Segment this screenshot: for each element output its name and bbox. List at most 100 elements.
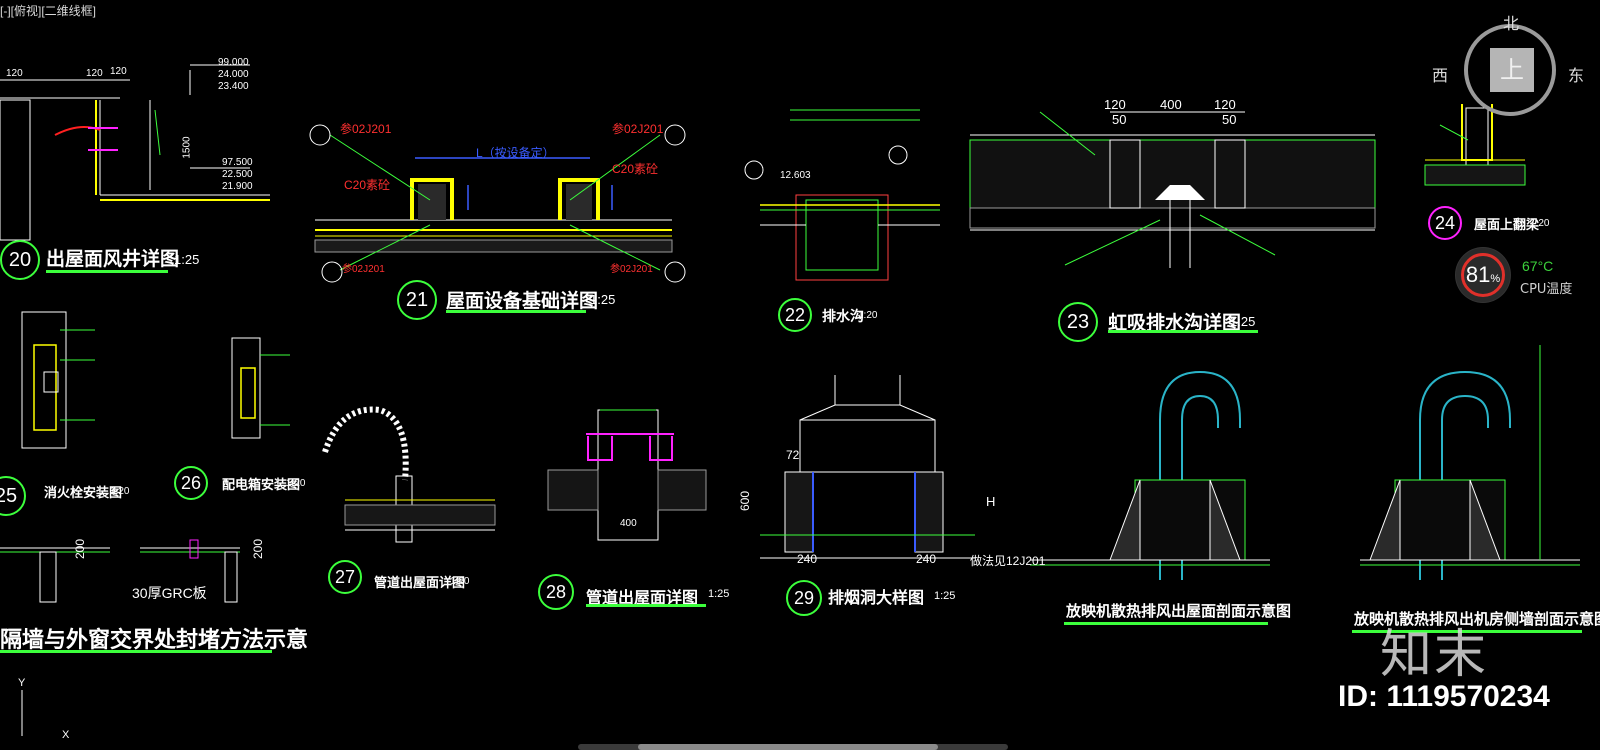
detail-scale: 1:25	[934, 590, 956, 602]
material-label: C20素砼	[344, 178, 391, 192]
cpu-temperature-label: CPU温度	[1520, 282, 1573, 297]
elevation-label: 12.603	[780, 170, 811, 181]
detail-title: 虹吸排水沟详图	[1108, 312, 1242, 334]
title-underline	[0, 650, 272, 653]
compass-west-label[interactable]: 西	[1432, 66, 1449, 85]
compass-ring[interactable]	[1464, 24, 1556, 116]
detail-number: 24	[1428, 206, 1462, 240]
dimension-label: 600	[738, 490, 753, 512]
title-underline	[1352, 630, 1582, 633]
detail-22-drawing	[744, 109, 940, 281]
compass-east-label[interactable]: 东	[1568, 66, 1585, 85]
dimension-label: 120	[1214, 97, 1236, 112]
reference-label: 做法见12J201	[970, 554, 1046, 568]
viewcube-compass[interactable]: 上 北 西 东	[1432, 10, 1584, 130]
material-label: C20素砼	[612, 162, 659, 176]
wall-window-title: 隔墙与外窗交界处封堵方法示意	[0, 628, 309, 653]
detail-scale: 1:25	[174, 252, 200, 267]
detail-title: 出屋面风井详图	[46, 248, 180, 270]
reference-label: 参02J201	[612, 122, 664, 136]
cpu-temperature: 67°C	[1522, 258, 1554, 274]
detail-title: 管道出屋面详图	[586, 588, 699, 607]
detail-number: 21	[397, 280, 437, 320]
detail-number: 22	[778, 298, 812, 332]
projector-wall-title: 放映机散热排风出机房侧墙剖面示意图	[1354, 610, 1600, 628]
elevation-label: 23.400	[218, 81, 249, 92]
watermark-id: ID: 1119570234	[1338, 680, 1550, 713]
detail-scale: 1:25	[708, 588, 730, 600]
detail-number: 23	[1058, 302, 1098, 342]
detail-number: 27	[328, 560, 362, 594]
horizontal-scrollbar[interactable]	[578, 744, 1008, 750]
wall-window-drawing	[0, 539, 240, 603]
detail-title: 管道出屋面详图	[374, 576, 466, 591]
title-underline	[446, 310, 586, 313]
detail-21-drawing	[309, 124, 686, 283]
dimension-label: 120	[110, 66, 127, 77]
dimension-label: L（按设备定）	[476, 146, 555, 160]
detail-number: 28	[538, 574, 574, 610]
detail-25-drawing	[21, 311, 95, 449]
detail-title: 排烟洞大样图	[828, 588, 925, 607]
detail-title: 屋面设备基础详图	[446, 290, 599, 312]
dimension-label: H	[986, 494, 996, 509]
reference-label: 参02J201	[342, 264, 385, 275]
projector-wall-drawing	[1360, 345, 1580, 580]
projector-roof-drawing	[1030, 370, 1270, 580]
projector-roof-title: 放映机散热排风出屋面剖面示意图	[1066, 602, 1292, 620]
svg-text:X: X	[62, 729, 70, 741]
title-underline	[586, 604, 706, 607]
dimension-label: 400	[1160, 97, 1182, 112]
elevation-label: 97.500	[222, 157, 253, 168]
dimension-label: 120	[86, 68, 103, 79]
dimension-label: 120	[6, 68, 23, 79]
compass-north-label[interactable]: 北	[1503, 14, 1520, 33]
cpu-usage-value: 81%	[1465, 262, 1501, 287]
dimension-label: 200	[251, 538, 266, 560]
detail-28-drawing	[547, 409, 707, 541]
detail-scale: 1:20	[1530, 218, 1550, 229]
detail-title: 配电箱安装图	[222, 478, 301, 493]
detail-27-drawing	[322, 406, 496, 543]
watermark-logo: 知末	[1380, 625, 1489, 685]
detail-scale: 1:25	[590, 292, 616, 307]
detail-scale: 1:20	[450, 576, 470, 587]
viewport-label[interactable]: [-][俯视][二维线框]	[0, 4, 97, 18]
dimension-label: 50	[1222, 112, 1237, 127]
dimension-label: 1500	[181, 136, 193, 159]
detail-title: 消火栓安装图	[44, 486, 123, 501]
detail-title: 屋面上翻梁	[1474, 218, 1540, 233]
elevation-label: 22.500	[222, 169, 253, 180]
detail-scale: 1:20	[110, 486, 130, 497]
reference-label: 参02J201	[610, 264, 653, 275]
detail-29-drawing	[760, 375, 975, 559]
title-underline	[1108, 330, 1258, 333]
dimension-label: 240	[916, 552, 937, 566]
cpu-monitor-widget[interactable]: 81% 67°C CPU温度	[1456, 248, 1600, 302]
dimension-label: 50	[1112, 112, 1127, 127]
elevation-label: 24.000	[218, 69, 249, 80]
detail-23-drawing	[969, 111, 1376, 268]
dimension-label: 72	[786, 448, 800, 462]
detail-scale: 1:25	[1230, 314, 1256, 329]
elevation-label: 99.000	[218, 57, 249, 68]
detail-scale: 1:20	[286, 478, 306, 489]
detail-scale: 1:20	[858, 310, 878, 321]
elevation-label: 21.900	[222, 181, 253, 192]
title-underline	[1064, 622, 1268, 625]
cpu-usage-ring	[1461, 253, 1505, 297]
title-underline	[46, 270, 168, 273]
detail-number: 29	[786, 580, 822, 616]
viewcube-top-face[interactable]: 上	[1490, 48, 1534, 92]
scrollbar-thumb[interactable]	[638, 744, 938, 750]
detail-number: 20	[0, 240, 40, 280]
dimension-label: 240	[797, 552, 818, 566]
svg-text:Y: Y	[18, 677, 26, 689]
detail-26-drawing	[231, 337, 290, 439]
detail-24-drawing	[1424, 104, 1526, 186]
detail-20-drawing	[0, 64, 270, 241]
dimension-label: 400	[620, 518, 637, 529]
ucs-axis-icon: Y X	[18, 677, 70, 741]
detail-title: 排水沟	[822, 309, 864, 325]
